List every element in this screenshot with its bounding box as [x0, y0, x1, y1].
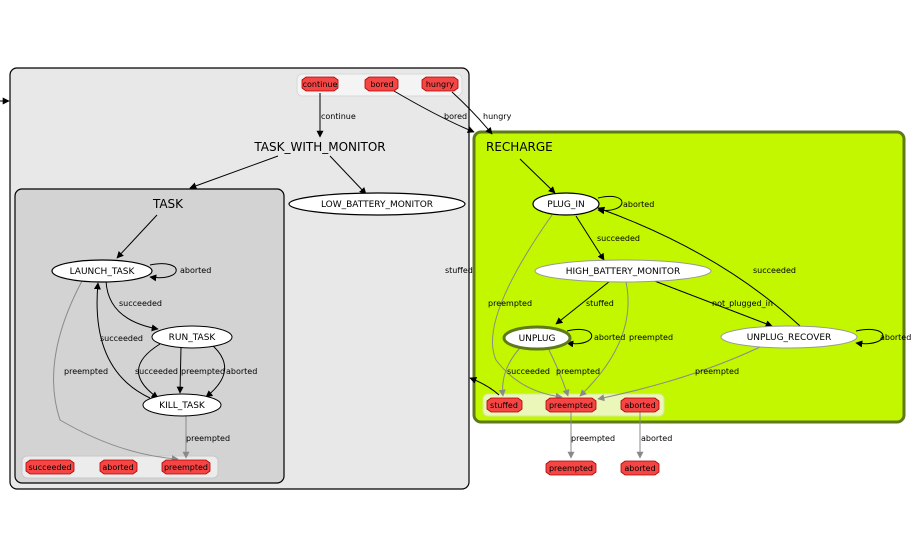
edge-label-out-aborted: aborted	[641, 434, 672, 443]
outcome-recharge-aborted[interactable]: aborted	[620, 397, 660, 413]
edge-label-unplug-succeeded: succeeded	[507, 367, 550, 376]
edge-recover-succeeded	[597, 206, 801, 327]
state-label-unplug-recover: UNPLUG_RECOVER	[747, 333, 832, 343]
edge-unplug-aborted	[566, 329, 593, 348]
edge-label-recover-preempted: preempted	[695, 367, 739, 376]
edge-plugin-preempted	[492, 214, 563, 400]
edge-label-launch-succeeded: succeeded	[119, 299, 162, 308]
outcome-label-task-preempted: preempted	[164, 463, 208, 472]
outcome-label-recharge-stuffed: stuffed	[490, 401, 518, 410]
outcome-label-aborted: aborted	[624, 464, 655, 473]
edge-label-out-preempted: preempted	[571, 434, 615, 443]
edge-hungry	[451, 91, 493, 135]
state-task-with-monitor[interactable]: TASK_WITH_MONITOR	[253, 140, 385, 154]
edge-label-run-preempted: preempted	[181, 367, 225, 376]
recharge-title: RECHARGE	[486, 140, 553, 154]
edge-label-plugin-succeeded: succeeded	[597, 234, 640, 243]
edge-launch-preempted	[53, 280, 179, 463]
state-label-high-battery-monitor: HIGH_BATTERY_MONITOR	[566, 267, 681, 277]
edge-label-plugin-aborted: aborted	[623, 200, 654, 209]
edge-label-stuffed-main: stuffed	[445, 266, 473, 275]
edge-label-recover-aborted: aborted	[880, 333, 911, 342]
edge-run-preempted	[176, 346, 184, 394]
task-title: TASK	[152, 197, 184, 211]
state-label-launch-task: LAUNCH_TASK	[70, 267, 136, 277]
edge-plugin-aborted	[597, 196, 623, 215]
edge-label-hbm-not-plugged-in: not_plugged_in	[712, 299, 773, 308]
edge-label-hungry: hungry	[483, 112, 512, 121]
outcome-bored[interactable]: bored	[364, 76, 399, 92]
edge-recover-preempted	[597, 346, 761, 402]
edge-kill-succeeded	[93, 282, 151, 399]
edge-label-plugin-preempted: preempted	[488, 299, 532, 308]
edge-label-run-aborted: aborted	[226, 367, 257, 376]
edge-hbm-preempted	[579, 281, 629, 397]
outcome-continue[interactable]: continue	[301, 76, 339, 92]
state-label-task-with-monitor: TASK_WITH_MONITOR	[253, 140, 385, 154]
edge-stuffed-main	[469, 377, 500, 396]
edge-unplug-succeeded	[498, 347, 521, 397]
outcome-recharge-stuffed[interactable]: stuffed	[486, 397, 523, 413]
edge-task-start	[116, 214, 158, 259]
state-kill-task[interactable]: KILL_TASK	[142, 393, 222, 417]
outcome-label-recharge-aborted: aborted	[624, 401, 655, 410]
edge-launch-aborted	[149, 263, 177, 282]
edge-recharge-start	[519, 158, 556, 194]
state-unplug[interactable]: UNPLUG	[502, 325, 572, 351]
outcome-label-preempted: preempted	[549, 464, 593, 473]
edge-label-unplug-aborted: aborted	[594, 333, 625, 342]
outcome-task-succeeded[interactable]: succeeded	[25, 459, 75, 475]
state-label-low-battery-monitor: LOW_BATTERY_MONITOR	[321, 200, 433, 210]
outcome-label-task-aborted: aborted	[102, 463, 133, 472]
edge-label-launch-aborted: aborted	[180, 266, 211, 275]
edge-label-launch-preempted: preempted	[64, 367, 108, 376]
task-container	[14, 188, 285, 484]
state-high-battery-monitor[interactable]: HIGH_BATTERY_MONITOR	[534, 259, 712, 283]
outcome-label-hungry: hungry	[426, 80, 455, 89]
state-label-kill-task: KILL_TASK	[159, 401, 206, 411]
outcome-label-bored: bored	[370, 80, 393, 89]
outcome-preempted[interactable]: preempted	[545, 460, 597, 476]
state-launch-task[interactable]: LAUNCH_TASK	[51, 259, 153, 283]
outcome-recharge-preempted[interactable]: preempted	[545, 397, 597, 413]
edge-bored	[393, 90, 475, 133]
edge-label-hbm-preempted: preempted	[629, 333, 673, 342]
edge-label-run-succeeded: succeeded	[135, 367, 178, 376]
outcome-task-preempted[interactable]: preempted	[161, 459, 211, 475]
outcome-label-task-succeeded: succeeded	[29, 463, 72, 472]
edge-launch-succeeded	[105, 280, 159, 332]
edge-label-kill-succeeded: succeeded	[100, 334, 143, 343]
edge-label-continue: continue	[321, 112, 356, 121]
state-run-task[interactable]: RUN_TASK	[151, 325, 233, 349]
edge-unplug-preempted	[547, 347, 570, 397]
outcome-task-aborted[interactable]: aborted	[99, 459, 138, 475]
edge-start-monitor	[329, 155, 367, 195]
edge-run-aborted	[205, 344, 226, 398]
state-plug-in[interactable]: PLUG_IN	[532, 192, 600, 216]
edge-run-succeeded	[138, 343, 161, 399]
edge-label-recover-succeeded: succeeded	[753, 266, 796, 275]
edge-label-unplug-preempted: preempted	[556, 367, 600, 376]
edge-start-task	[189, 155, 279, 190]
state-label-unplug: UNPLUG	[519, 334, 556, 344]
edge-hbm-not-plugged-in	[651, 279, 773, 328]
edge-hbm-stuffed	[555, 280, 611, 325]
outcome-aborted[interactable]: aborted	[620, 460, 660, 476]
edge-label-kill-preempted: preempted	[186, 434, 230, 443]
outcome-label-continue: continue	[303, 80, 338, 89]
outcome-hungry[interactable]: hungry	[421, 76, 459, 92]
edge-label-hbm-stuffed: stuffed	[586, 299, 614, 308]
state-label-plug-in: PLUG_IN	[547, 200, 584, 210]
outcome-label-recharge-preempted: preempted	[549, 401, 593, 410]
edge-label-bored: bored	[444, 112, 467, 121]
state-low-battery-monitor[interactable]: LOW_BATTERY_MONITOR	[288, 192, 466, 216]
edge-recover-aborted	[855, 329, 884, 348]
state-label-run-task: RUN_TASK	[169, 333, 217, 343]
edge-plugin-succeeded	[575, 215, 605, 261]
state-unplug-recover[interactable]: UNPLUG_RECOVER	[720, 325, 858, 349]
